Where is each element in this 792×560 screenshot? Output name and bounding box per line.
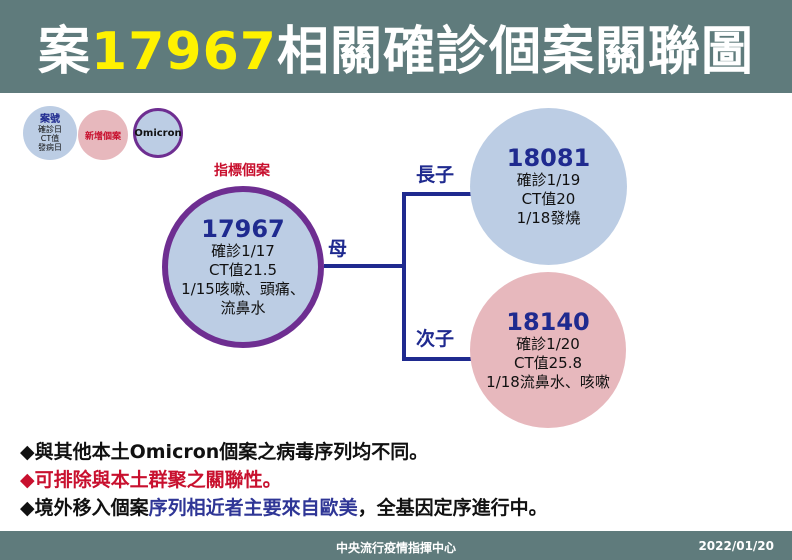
ct-value: CT值25.8	[513, 353, 583, 372]
symptoms: 1/15咳嗽、頭痛、	[181, 280, 305, 298]
footer-org: 中央流行疫情指揮中心	[335, 541, 456, 555]
connector-main	[324, 264, 406, 268]
connector-bottom	[402, 357, 474, 361]
legend-new-case: 新增個案	[78, 110, 128, 160]
relation-eldest-son: 長子	[416, 164, 455, 186]
confirmed-date: 確診1/17	[211, 242, 275, 260]
index-case-label: 指標個案	[214, 163, 270, 179]
confirmed-date: 確診1/20	[516, 334, 580, 353]
legend-confirmed-date: 確診日	[38, 125, 62, 134]
legend-omicron: Omicron	[133, 108, 183, 158]
symptoms: 1/18發燒	[516, 209, 581, 227]
note-item: ◆境外移入個案序列相近者主要來自歐美，全基因定序進行中。	[20, 494, 548, 522]
legend-case-number: 案號	[40, 114, 60, 125]
title-prefix: 案	[38, 22, 92, 82]
index-case-node: 17967 確診1/17 CT值21.5 1/15咳嗽、頭痛、 流鼻水	[162, 186, 324, 348]
header-banner: 案17967相關確診個案關聯圖	[0, 0, 792, 93]
symptoms-cont: 流鼻水	[220, 299, 266, 317]
connector-top	[402, 192, 474, 196]
contact-node-18140: 18140 確診1/20 CT值25.8 1/18流鼻水、咳嗽	[470, 272, 626, 428]
note-suffix: ，全基因定序進行中。	[357, 497, 548, 519]
case-id: 18140	[506, 307, 590, 336]
footer-bar: 中央流行疫情指揮中心 2022/01/20	[0, 531, 792, 560]
legend-new-case-label: 新增個案	[84, 131, 121, 142]
page-title: 案17967相關確診個案關聯圖	[38, 9, 754, 84]
note-item: ◆可排除與本土群聚之關聯性。	[20, 469, 282, 491]
contact-node-18081: 18081 確診1/19 CT值20 1/18發燒	[470, 108, 627, 265]
legend-onset-date: 發病日	[38, 143, 62, 152]
case-id: 18081	[506, 144, 591, 172]
relation-mother: 母	[328, 238, 348, 260]
ct-value: CT值20	[521, 190, 576, 208]
title-case-number: 17967	[91, 22, 277, 82]
legend-case-info: 案號 確診日 CT值 發病日	[23, 106, 77, 160]
note-prefix: ◆境外移入個案	[20, 497, 149, 519]
relation-second-son: 次子	[416, 328, 455, 350]
confirmed-date: 確診1/19	[516, 171, 581, 189]
symptoms: 1/18流鼻水、咳嗽	[486, 372, 610, 391]
footer-date: 2022/01/20	[698, 539, 774, 553]
legend-omicron-label: Omicron	[134, 127, 182, 139]
notes-list: ◆與其他本土Omicron個案之病毒序列均不同。 ◆可排除與本土群聚之關聯性。 …	[20, 438, 548, 522]
case-id: 17967	[201, 215, 285, 243]
title-suffix: 相關確診個案關聯圖	[276, 22, 754, 82]
note-item: ◆與其他本土Omicron個案之病毒序列均不同。	[20, 441, 429, 463]
ct-value: CT值21.5	[208, 261, 278, 279]
legend-ct-value: CT值	[40, 134, 60, 143]
connector-vertical	[402, 192, 406, 361]
note-highlight: 序列相近者主要來自歐美	[148, 497, 358, 519]
